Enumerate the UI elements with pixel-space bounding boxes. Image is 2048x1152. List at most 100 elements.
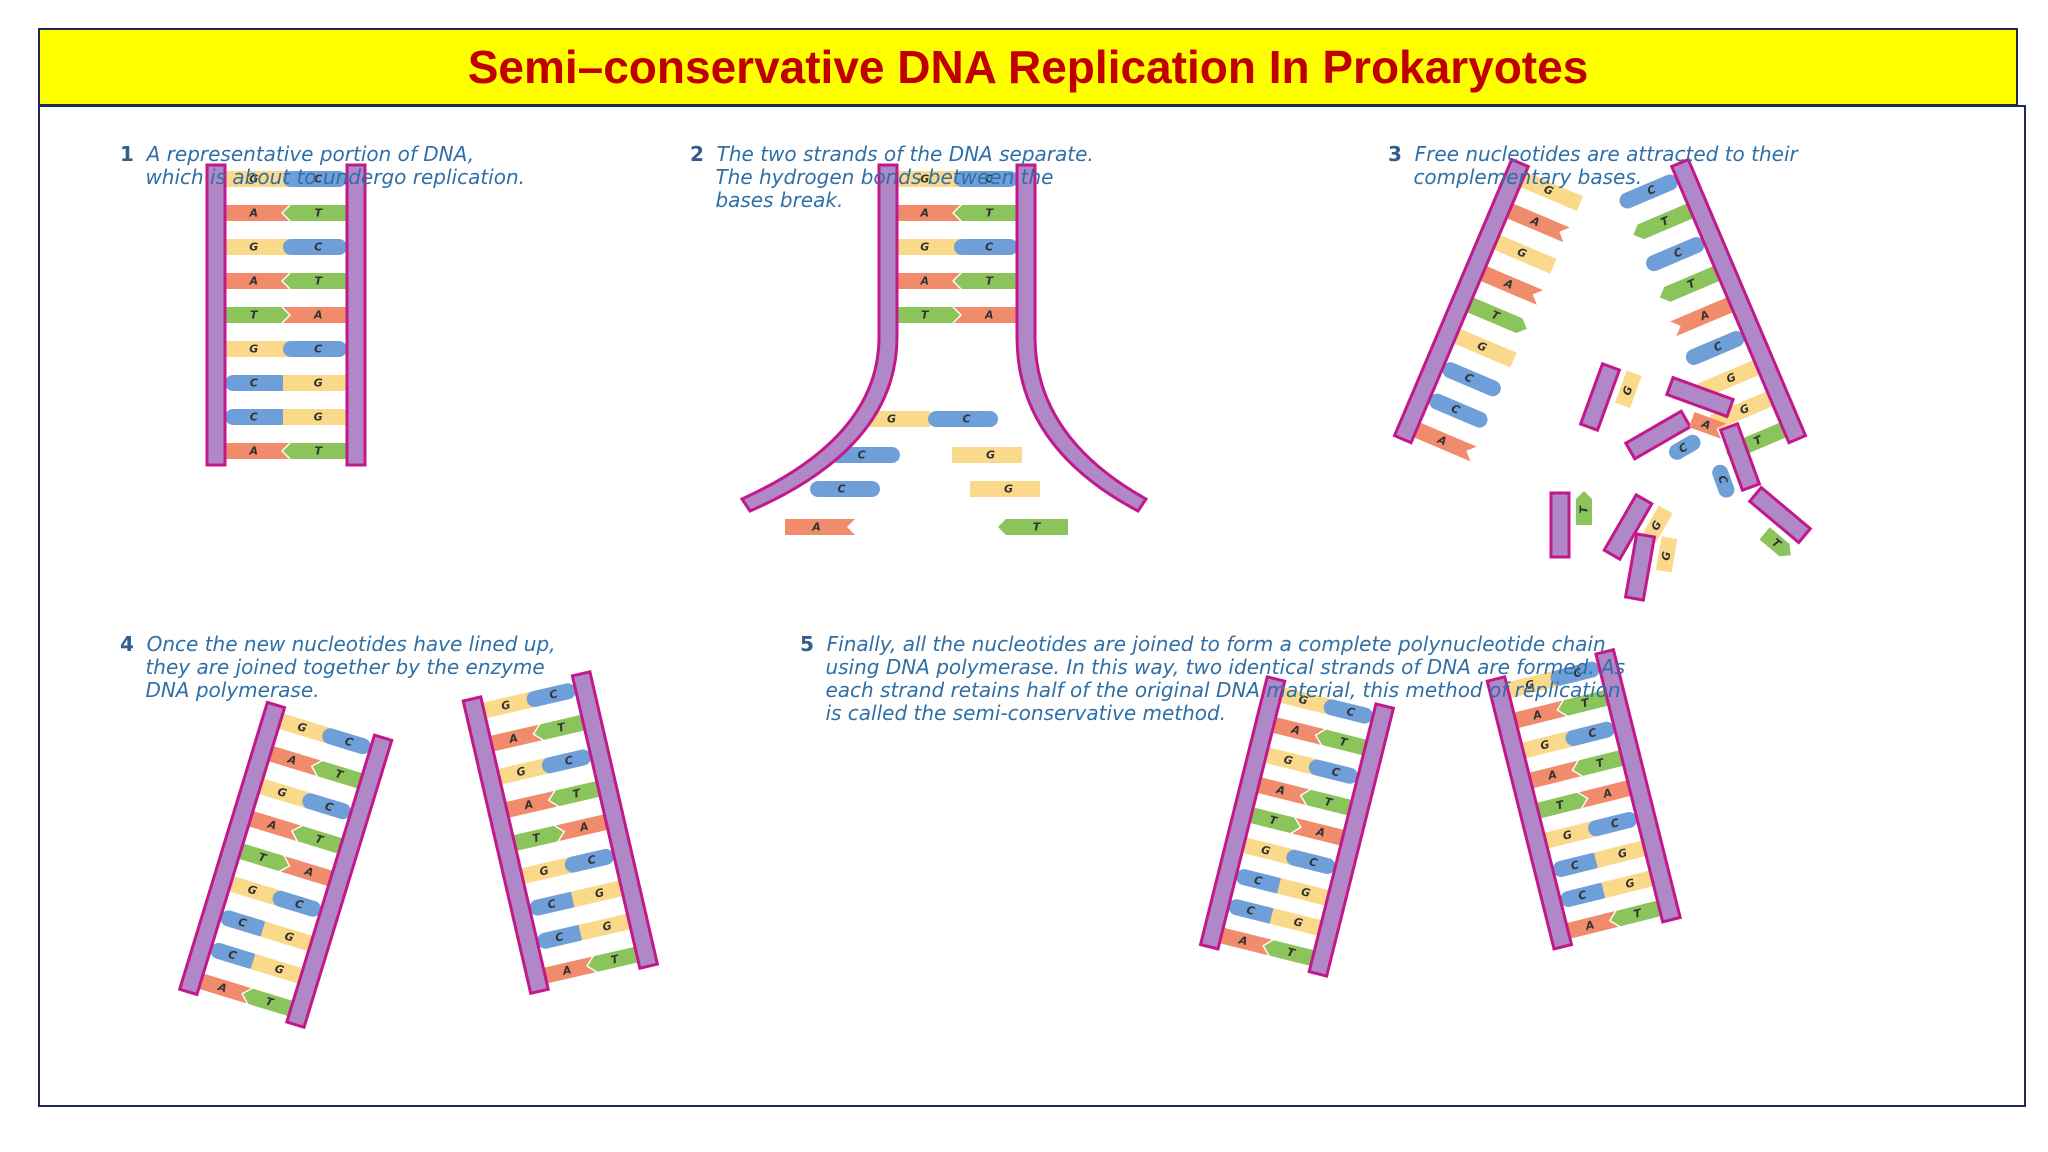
step4-right-base-right-0-letter: C xyxy=(548,687,559,701)
step1-base-left-4-letter: T xyxy=(250,309,259,322)
step-2-caption: 2 The two strands of the DNA separate. T… xyxy=(690,143,1094,212)
step4-right-strand-left xyxy=(461,695,551,996)
step4-left-base-left-8 xyxy=(198,973,252,1004)
step3-left-base-8 xyxy=(1413,422,1477,462)
step4-left-base-left-0 xyxy=(278,713,331,744)
step1-base-right-7-letter: G xyxy=(314,411,323,424)
step4-right-base-left-0 xyxy=(482,691,535,719)
step1-strand-left xyxy=(205,163,227,467)
step5-dna2-base-left-7-letter: C xyxy=(1577,888,1588,903)
step2-open-left-1-letter: C xyxy=(857,449,865,462)
step1-base-right-5-letter: C xyxy=(314,343,322,356)
step1-base-right-6-letter: G xyxy=(314,377,323,390)
step5-dna2-base-right-3 xyxy=(1573,750,1624,776)
step4-right-base-left-5 xyxy=(520,857,573,885)
step2-open-right-1 xyxy=(952,447,1022,463)
step5-dna1-base-left-4-letter: T xyxy=(1268,813,1280,828)
step-5-line-4: is called the semi-conservative method. xyxy=(825,701,1227,725)
step5-dna1-base-right-1-letter: T xyxy=(1338,735,1350,750)
step3-free-nucleotide-0: G xyxy=(1578,361,1642,433)
step1-base-left-0-letter: G xyxy=(249,173,258,186)
step1-base-left-8 xyxy=(225,443,289,459)
step5-dna1-base-right-3 xyxy=(1301,789,1352,816)
step4-left-strand-left xyxy=(177,700,287,997)
step-3-caption: 3 Free nucleotides are attracted to thei… xyxy=(1388,143,1798,189)
step4-left-base-right-7-letter: G xyxy=(273,962,285,977)
step3-free-base-0 xyxy=(1615,370,1642,408)
step1-base-right-8-letter: T xyxy=(314,445,323,458)
step4-left-base-right-8 xyxy=(243,988,294,1017)
step3-left-base-1-letter: A xyxy=(1528,214,1542,230)
step3-left-base-2 xyxy=(1493,234,1557,274)
step3-right-base-2 xyxy=(1646,237,1705,272)
step-1-line-2: which is about to undergo replication. xyxy=(145,165,526,189)
step-2-line-1: The two strands of the DNA separate. xyxy=(716,142,1094,166)
step5-dna2-base-right-8 xyxy=(1610,900,1662,927)
step4-left-base-left-5-letter: G xyxy=(246,883,258,898)
step2-paired-left-4 xyxy=(896,307,960,323)
step4-right-base-right-3-letter: T xyxy=(571,786,583,801)
step2-paired-left-3 xyxy=(896,273,960,289)
step5-dna2-base-left-6-letter: C xyxy=(1569,858,1580,873)
step5-dna2-base-left-0 xyxy=(1506,670,1559,699)
step-5-line-1: Finally, all the nucleotides are joined … xyxy=(826,632,1606,656)
step-5-caption: 5 Finally, all the nucleotides are joine… xyxy=(800,633,1625,725)
step3-free-base-6 xyxy=(1759,527,1791,557)
step3-free-base-7-letter: G xyxy=(1659,551,1673,562)
step3-left-base-3-letter: A xyxy=(1501,276,1515,292)
step4-right-base-right-6-letter: G xyxy=(594,886,606,901)
step3-left-base-5 xyxy=(1453,328,1517,368)
step5-dna1-strand-right xyxy=(1307,702,1396,978)
step5-dna1-base-left-2-letter: G xyxy=(1282,753,1294,768)
step-1-caption: 1 A representative portion of DNA, which… xyxy=(120,143,525,189)
step1-base-right-1-letter: T xyxy=(314,207,323,220)
step3-right-base-0 xyxy=(1619,174,1678,209)
step5-dna2-base-right-0 xyxy=(1550,661,1600,686)
step2-paired-left-0 xyxy=(896,171,960,187)
step5-dna2-base-left-2 xyxy=(1521,730,1574,759)
step2-strand-right xyxy=(1015,163,1149,513)
step5-dna2-base-right-1-letter: T xyxy=(1580,696,1592,711)
step-1-number: 1 xyxy=(120,142,134,166)
step4-right-base-right-1-letter: T xyxy=(556,720,568,735)
step1-base-left-2-letter: G xyxy=(249,241,258,254)
step5-dna2-base-left-2-letter: G xyxy=(1539,738,1551,753)
step4-right-base-left-5-letter: G xyxy=(538,864,550,879)
step2-open-right-3-letter: T xyxy=(1033,521,1042,534)
step4-left-base-right-4 xyxy=(280,856,333,887)
step1-base-left-1-letter: A xyxy=(249,207,259,220)
step5-dna2-strand-left xyxy=(1485,675,1574,951)
step3-free-nucleotide-6: T xyxy=(1747,485,1813,557)
step2-open-right-3 xyxy=(998,519,1068,535)
step5-dna1-base-left-3-letter: A xyxy=(1274,783,1286,798)
step4-right-base-right-6 xyxy=(570,880,624,908)
step3-free-sugar-1 xyxy=(1623,409,1693,461)
step4-right-base-left-1-letter: A xyxy=(507,731,519,746)
step4-left-base-right-4-letter: A xyxy=(302,864,315,879)
step3-left-base-3 xyxy=(1479,265,1544,305)
step4-right-base-left-0-letter: G xyxy=(500,698,512,713)
step2-open-left-2 xyxy=(810,481,880,497)
step4-right-base-right-4 xyxy=(555,814,608,842)
step5-dna2-base-left-1-letter: A xyxy=(1531,708,1543,723)
step5-dna2-base-right-2-letter: C xyxy=(1587,726,1598,741)
step4-left-base-left-2-letter: G xyxy=(276,785,288,800)
step3-left-base-7 xyxy=(1429,393,1488,428)
step-2-line-2: The hydrogen bonds between the xyxy=(715,165,1054,189)
step3-free-sugar-4 xyxy=(1664,375,1736,419)
step4-right-base-left-2 xyxy=(497,757,550,785)
step5-dna2-base-left-4-letter: T xyxy=(1555,798,1567,813)
step4-left-base-left-4 xyxy=(238,843,289,872)
step5-dna1-base-right-0 xyxy=(1323,699,1373,724)
step4-right-base-left-2-letter: G xyxy=(515,764,527,779)
step2-paired-right-4 xyxy=(954,307,1018,323)
step4-left-strand-right xyxy=(284,733,394,1030)
step3-right-base-3 xyxy=(1659,265,1721,302)
step5-dna1-base-left-0 xyxy=(1279,686,1332,715)
step5-dna1-base-right-7 xyxy=(1269,908,1322,936)
step2-paired-right-1 xyxy=(954,205,1018,221)
step3-left-backbone xyxy=(1392,157,1531,445)
step5-dna1-base-left-0-letter: G xyxy=(1297,693,1309,708)
step-4-line-3: DNA polymerase. xyxy=(145,678,320,702)
